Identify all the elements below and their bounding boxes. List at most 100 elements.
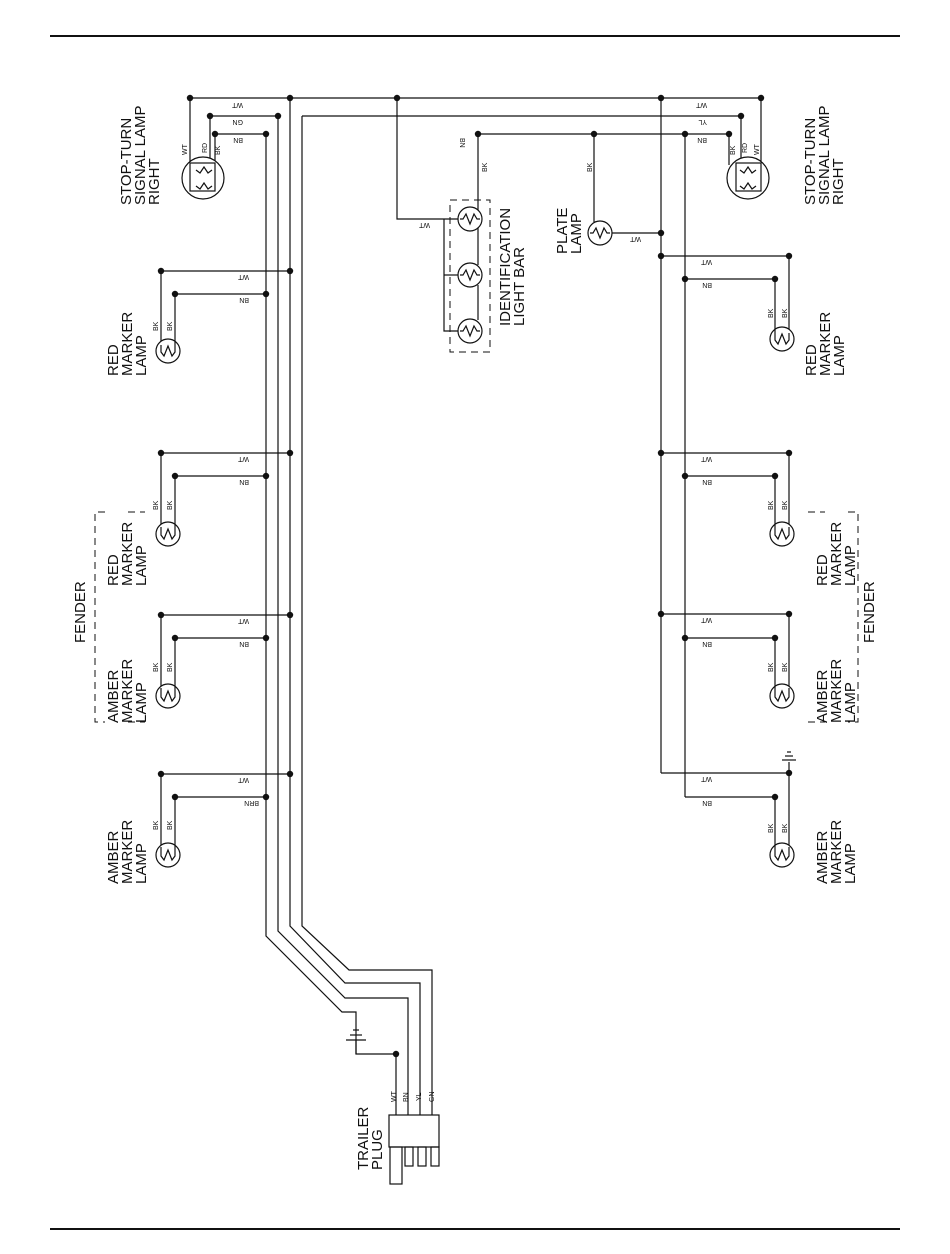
svg-text:MARKER: MARKER bbox=[828, 522, 845, 586]
svg-text:RED: RED bbox=[105, 344, 122, 376]
wire-label: WT bbox=[182, 143, 189, 155]
wire-label: WT bbox=[237, 776, 249, 783]
svg-text:MARKER: MARKER bbox=[828, 659, 845, 723]
wire-label: BN bbox=[239, 296, 249, 303]
left-fender-red-marker-label: RED MARKER LAMP bbox=[105, 522, 150, 586]
wire-label: YL bbox=[698, 118, 707, 125]
trailer-plug-label: TRAILER PLUG bbox=[355, 1106, 386, 1170]
wire-label: BK bbox=[768, 500, 775, 510]
svg-text:AMBER: AMBER bbox=[814, 669, 831, 723]
svg-text:LAMP: LAMP bbox=[842, 843, 859, 884]
right-fender-label: FENDER bbox=[861, 581, 878, 643]
wire-label: BK bbox=[782, 662, 789, 672]
wire-label: WT bbox=[418, 221, 430, 228]
left-fender-amber-marker-label: AMBER MARKER LAMP bbox=[105, 659, 150, 723]
wire-label: BK bbox=[782, 823, 789, 833]
wire-label: WT bbox=[391, 1090, 398, 1102]
junctions bbox=[157, 94, 793, 1058]
svg-text:LAMP: LAMP bbox=[842, 682, 859, 723]
svg-text:PLATE: PLATE bbox=[554, 208, 571, 254]
right-red-marker-label: RED MARKER LAMP bbox=[803, 312, 848, 376]
wire-label: WT bbox=[700, 775, 712, 782]
left-branches bbox=[160, 270, 290, 847]
wire-label: BRN bbox=[244, 799, 259, 806]
lamps bbox=[155, 156, 795, 868]
svg-text:LAMP: LAMP bbox=[133, 335, 150, 376]
right-fender-red-marker-label: RED MARKER LAMP bbox=[814, 522, 859, 586]
svg-text:AMBER: AMBER bbox=[105, 669, 122, 723]
wire-label: BK bbox=[482, 162, 489, 172]
wire-label: YL bbox=[416, 1092, 423, 1101]
wire-label: BN bbox=[233, 136, 243, 143]
svg-text:LAMP: LAMP bbox=[133, 682, 150, 723]
id-lamp-1-icon bbox=[457, 206, 483, 232]
wire-label: BK bbox=[167, 820, 174, 830]
svg-text:MARKER: MARKER bbox=[119, 312, 136, 376]
svg-text:RIGHT: RIGHT bbox=[146, 158, 163, 205]
svg-text:SIGNAL LAMP: SIGNAL LAMP bbox=[132, 106, 149, 205]
plate-lamp-label: PLATE LAMP bbox=[554, 208, 585, 254]
wire-label: BK bbox=[167, 662, 174, 672]
wires bbox=[189, 97, 789, 1115]
right-fender-red-marker-lamp-icon bbox=[769, 521, 795, 547]
wire-label: BN bbox=[697, 136, 707, 143]
right-fender-amber-marker-lamp-icon bbox=[769, 683, 795, 709]
svg-text:RIGHT: RIGHT bbox=[830, 158, 847, 205]
svg-text:MARKER: MARKER bbox=[817, 312, 834, 376]
wire-label: BN bbox=[702, 799, 712, 806]
svg-text:MARKER: MARKER bbox=[119, 659, 136, 723]
wire-label: BN bbox=[239, 478, 249, 485]
left-fender-red-marker-lamp-icon bbox=[155, 521, 181, 547]
svg-text:PLUG: PLUG bbox=[369, 1129, 386, 1170]
wire-label: BK bbox=[153, 820, 160, 830]
component-labels: STOP-TURN SIGNAL LAMP RIGHT STOP-TURN SI… bbox=[72, 106, 878, 1170]
svg-text:LAMP: LAMP bbox=[842, 545, 859, 586]
left-fender-amber-marker-lamp-icon bbox=[155, 683, 181, 709]
svg-text:LAMP: LAMP bbox=[133, 545, 150, 586]
wire-label: WT bbox=[700, 258, 712, 265]
svg-text:LAMP: LAMP bbox=[133, 843, 150, 884]
wire-label: BK bbox=[153, 662, 160, 672]
svg-text:MARKER: MARKER bbox=[828, 820, 845, 884]
wire-label: WT bbox=[231, 101, 243, 108]
wire-label: GN bbox=[233, 118, 244, 125]
id-lamp-3-icon bbox=[457, 318, 483, 344]
wire-label: BK bbox=[730, 145, 737, 155]
wire-label: BK bbox=[167, 321, 174, 331]
id-lamp-2-icon bbox=[457, 262, 483, 288]
wire-label: WT bbox=[237, 273, 249, 280]
wire-label: WT bbox=[629, 235, 641, 242]
wire-label: BK bbox=[153, 321, 160, 331]
dashed-enclosures bbox=[94, 199, 859, 723]
left-amber-marker-lamp-icon bbox=[155, 842, 181, 868]
wire-label: RD bbox=[742, 143, 749, 153]
svg-text:LAMP: LAMP bbox=[831, 335, 848, 376]
wire-label: RD bbox=[202, 143, 209, 153]
svg-text:RED: RED bbox=[803, 344, 820, 376]
wire-label: BK bbox=[768, 823, 775, 833]
wire-label: WT bbox=[700, 616, 712, 623]
right-amber-marker-label: AMBER MARKER LAMP bbox=[814, 820, 859, 884]
left-fender-label: FENDER bbox=[72, 581, 89, 643]
trailer-plug-icon bbox=[388, 1114, 440, 1185]
wire-label: BK bbox=[587, 162, 594, 172]
svg-text:AMBER: AMBER bbox=[105, 830, 122, 884]
wire-label: BN bbox=[702, 281, 712, 288]
wire-label: WT bbox=[237, 617, 249, 624]
svg-text:AMBER: AMBER bbox=[814, 830, 831, 884]
svg-text:LAMP: LAMP bbox=[568, 213, 585, 254]
left-red-marker-lamp-icon bbox=[155, 338, 181, 364]
wire-label: BK bbox=[153, 500, 160, 510]
wire-label: WT bbox=[237, 455, 249, 462]
svg-text:RED: RED bbox=[105, 554, 122, 586]
id-light-bar-label: IDENTIFICATION LIGHT BAR bbox=[497, 208, 528, 326]
wire-label: BK bbox=[768, 662, 775, 672]
wire-label: WT bbox=[695, 101, 707, 108]
svg-text:STOP-TURN: STOP-TURN bbox=[802, 118, 819, 205]
wire-label: BN bbox=[403, 1092, 410, 1102]
wire-label: BK bbox=[768, 308, 775, 318]
right-fender-amber-marker-label: AMBER MARKER LAMP bbox=[814, 659, 859, 723]
svg-text:TRAILER: TRAILER bbox=[355, 1106, 372, 1170]
wire-label: WT bbox=[754, 143, 761, 155]
wire-labels: WT GN BN WT YL BN BN WT RD BK BK RD WT B… bbox=[153, 101, 789, 1102]
